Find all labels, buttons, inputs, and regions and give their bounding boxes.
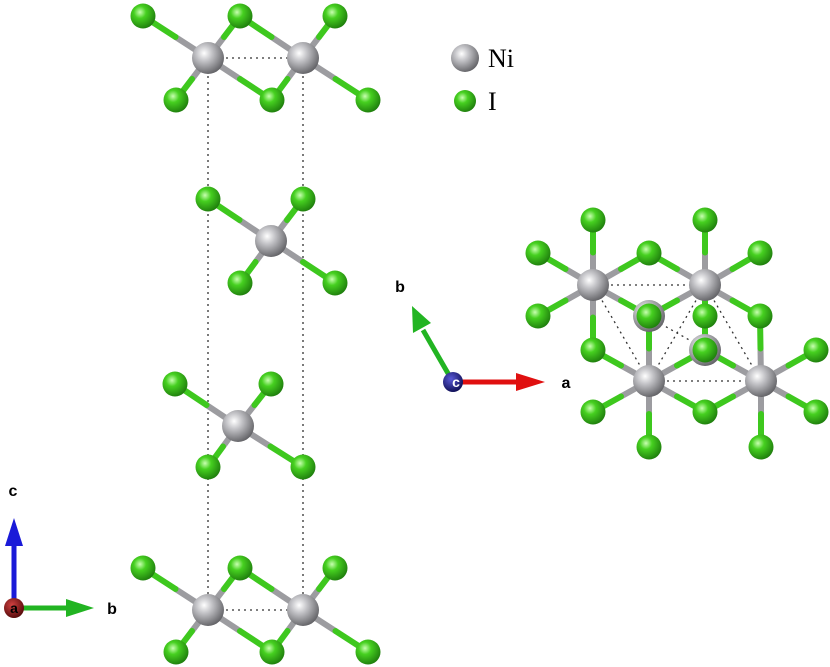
iodine-atom (227, 270, 253, 296)
axis-b-diag-head (412, 306, 431, 333)
ni-atom (689, 269, 721, 301)
unit-cell-outline (207, 57, 762, 611)
cell-edge-line (592, 284, 650, 382)
iodine-atom (747, 240, 773, 266)
ni-atom (192, 42, 224, 74)
iodine-atom (525, 303, 551, 329)
ni-atom (577, 269, 609, 301)
iodine-atom (355, 87, 381, 113)
i-atom-icon (454, 90, 476, 112)
iodine-atom (747, 303, 773, 329)
iodine-atom (163, 639, 189, 665)
iodine-atom (290, 186, 316, 212)
atom-layer (130, 3, 829, 665)
iodine-atom (322, 555, 348, 581)
axis-b-diag-shaft (420, 328, 456, 384)
axis-label-b: b (107, 601, 117, 618)
iodine-atom (290, 454, 316, 480)
ni-atom (287, 42, 319, 74)
iodine-atom (130, 555, 156, 581)
iodine-atom (636, 434, 662, 460)
axis-label-a-top: a (562, 375, 571, 392)
axis-c-origin-icon (443, 372, 463, 392)
iodine-atom (259, 639, 285, 665)
side-view-axes: c b a (4, 483, 117, 618)
legend-label-i: I (488, 87, 497, 116)
ni-atom (287, 594, 319, 626)
axis-label-c-origin: c (452, 374, 460, 390)
iodine-atom (163, 87, 189, 113)
ni-atom-icon (451, 44, 479, 72)
axis-a-arrow-head (516, 373, 545, 391)
iodine-atom (322, 270, 348, 296)
axis-label-a-origin: a (10, 600, 18, 616)
iodine-atom (580, 399, 606, 425)
iodine-atom (258, 371, 284, 397)
iodine-atom (259, 87, 285, 113)
ni-atom (222, 410, 254, 442)
iodine-atom (130, 3, 156, 29)
iodine-atom (525, 240, 551, 266)
iodine-atom (636, 303, 662, 329)
axis-label-c: c (9, 483, 18, 500)
ni-atom (745, 365, 777, 397)
axis-a-origin-icon (4, 598, 24, 618)
ni-atom (255, 225, 287, 257)
iodine-atom (692, 399, 718, 425)
iodine-atom (580, 337, 606, 363)
ni-atom (633, 365, 665, 397)
axis-c-arrow-head (5, 518, 23, 546)
legend-label-ni: Ni (488, 44, 514, 73)
axis-b-arrow-head (66, 599, 94, 617)
iodine-atom (322, 3, 348, 29)
iodine-atom (195, 186, 221, 212)
iodine-atom (355, 639, 381, 665)
ni-atom (192, 594, 224, 626)
axis-label-b-top: b (395, 279, 405, 296)
iodine-atom (748, 434, 774, 460)
top-view-axes: b a c (395, 279, 571, 392)
iodine-atom (195, 454, 221, 480)
cell-edge-line (648, 284, 706, 382)
iodine-atom (636, 240, 662, 266)
iodine-atom (692, 207, 718, 233)
iodine-atom (803, 337, 829, 363)
cell-edge-line (704, 284, 762, 382)
iodine-atom (580, 207, 606, 233)
iodine-atom (162, 371, 188, 397)
iodine-atom (803, 399, 829, 425)
legend: Ni I (451, 44, 514, 116)
iodine-atom (227, 3, 253, 29)
iodine-atom (692, 337, 718, 363)
iodine-atom (227, 555, 253, 581)
iodine-atom (692, 303, 718, 329)
